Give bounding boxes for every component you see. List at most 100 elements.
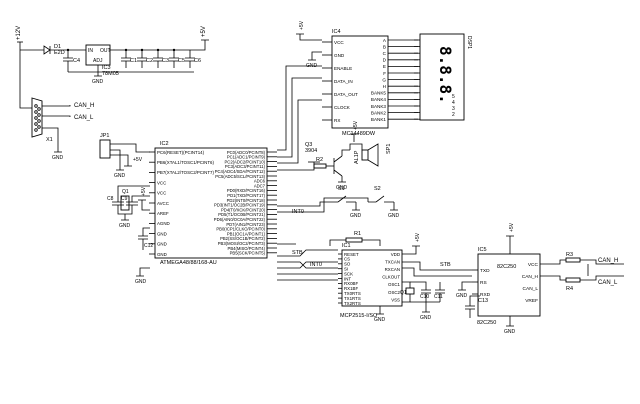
ic1-left-pin-label: SI — [344, 267, 348, 272]
ic4-right-pin-label: F — [383, 71, 386, 76]
r1-resistor: R1 — [329, 231, 381, 246]
int0-net: INT0 — [310, 262, 322, 268]
q3-ref: Q3 — [305, 142, 312, 148]
ic1-left-pin-label: RX0BF — [344, 281, 358, 286]
ic4-right-pin-label: E — [383, 64, 386, 69]
ic1-right-pin-label: RXCAN — [385, 267, 400, 272]
ic2-right-pin-label: PD4(T0/XCK/PCINT20) — [221, 207, 266, 212]
display-ref: DSP1 — [466, 36, 472, 49]
ic4-right-pin-label: BANK2 — [371, 110, 387, 115]
ic2-ref: IC2 — [160, 141, 169, 147]
ic1-can-controller: IC1 MCP2515-I/SO RESETCSSOSISCKINTRX0BFR… — [338, 232, 472, 323]
ic1-left-pin-label: INT — [344, 276, 351, 281]
ic4-right-pin-label: D — [383, 58, 387, 63]
q1-ic2-ref: Q1 — [122, 189, 129, 195]
ic1-left-pin-label: CS — [344, 257, 350, 262]
can-output: R3 R4 CAN_H CAN_L — [540, 252, 624, 292]
x1-can-l: CAN_L — [74, 115, 94, 121]
ic4-right-pin-label: B — [383, 44, 386, 49]
gnd-ic1: GND — [374, 317, 386, 323]
plus5v-jp1: +5V — [133, 157, 143, 163]
ic1-right-pin-label: VDD — [391, 252, 400, 257]
ic2-left-pin-label: VCC — [157, 180, 166, 185]
ic2-right-pin-label: PB3(MOSI/OC2/PCINT3) — [218, 241, 266, 246]
ic2-right-pin-label: PD3(INT1/OC2B/PCINT19) — [214, 203, 266, 208]
q3-part: 3904 — [305, 148, 317, 154]
ic2-right-pin-label: PC4(ADC4/SDA/PCINT12) — [215, 169, 266, 174]
display-digits: 8.8.8. — [436, 46, 455, 104]
r2-label: R2 — [316, 157, 323, 163]
ic2-part: ATMEGA48/88/168-AU — [160, 260, 217, 266]
plus12v-label: +12V — [16, 26, 22, 40]
ic2-left-pin-label: AVCC — [157, 201, 169, 206]
c12-label: C12 — [144, 243, 153, 249]
ic4-right-pin-label: A — [383, 38, 387, 43]
ic2-right-pin-label: PB5(SCK/PCINT5) — [230, 251, 266, 256]
ic4-right-pin-label: BANK4 — [371, 97, 387, 102]
ic2-right-pin-label: PC3(ADC3/PCINT11) — [225, 164, 266, 169]
ic4-left-pin-label: DATA_IN — [334, 79, 353, 84]
reg-part: 78M05 — [102, 71, 119, 77]
gnd-reg: GND — [92, 79, 104, 85]
can-out-h: CAN_H — [598, 258, 618, 264]
speaker-amp: AL1P — [354, 150, 360, 164]
ic2-left-pin-label: VCC — [157, 191, 166, 196]
ic4-driver: IC4 MC14489DW VCCGNDENABLEDATA_INDATA_OU… — [277, 20, 418, 164]
display-bank-4: 4 — [452, 100, 455, 106]
x1-can-h: CAN_H — [74, 103, 94, 109]
ic4-right-pin-label: BANK1 — [371, 117, 387, 122]
ic2-left-pin-label: AGND — [157, 221, 170, 226]
ic2-left-pin-label: GND — [157, 252, 167, 257]
ic1-right-pin-label: TXCAN — [385, 259, 400, 264]
ic4-right-pin-label: C — [383, 51, 387, 56]
ic1-left-pin-label: TX0RTS — [344, 291, 361, 296]
c13-label: C13 — [478, 298, 488, 304]
stb-net-left: STB — [292, 250, 303, 256]
ic4-right-pin-label: BANK3 — [371, 104, 387, 109]
ic2-right-pin-label: PD1(TXD/PCINT17) — [227, 193, 265, 198]
gnd-ic5: GND — [504, 329, 516, 335]
speaker-ref: SP1 — [386, 144, 392, 154]
ic2-right-pin-label: PC5(ADC5/SCL/PCINT13) — [215, 174, 265, 179]
display: DSP1 8.8.8. 5 4 3 2 — [414, 33, 472, 121]
ic5-left-pin-label: TXD — [480, 268, 490, 274]
gnd-s1: GND — [350, 213, 362, 219]
ic2-right-pin-label: PB2(SS/OC1B/PCINT2) — [220, 236, 266, 241]
ic4-ref: IC4 — [332, 29, 341, 35]
ic2-right-pin-label: PD2(INT0/PCINT18) — [227, 198, 266, 203]
ic1-left-pin-label: SCK — [344, 271, 353, 276]
ic5-right-pin-label: CAN_L — [523, 286, 539, 292]
ic4-part: MC14489DW — [342, 131, 376, 137]
c2-label: C2 — [146, 58, 153, 64]
ic5-ref: IC5 — [478, 247, 487, 253]
ic1-right-pin-label: CLKOUT — [382, 275, 400, 280]
ic1-right-pin-label: OSC1 — [388, 282, 401, 287]
ic4-left-pin-label: CLOCK — [334, 105, 351, 110]
spi-bus: STB INT0 — [277, 243, 338, 281]
ic1-right-pin-label: VSS — [391, 297, 400, 302]
ic5-left-pin-label: RS — [480, 280, 487, 286]
ic2-right-pin-label: PC0(ADC0/PCINT8) — [227, 150, 266, 155]
c8-label: C8 — [107, 196, 114, 202]
diode-part: E2D — [54, 50, 65, 56]
ic2-left-pin-label: AREF — [157, 211, 169, 216]
c9-label: C9 — [121, 196, 128, 202]
stb-net-right: STB — [440, 262, 451, 268]
gnd-q3: GND — [336, 185, 348, 191]
display-digit-text: 8.8.8. — [436, 46, 455, 104]
ic1-part: MCP2515-I/SO — [340, 313, 378, 319]
ic1-right-pin-label: OSC2 — [388, 290, 401, 295]
ic2-right-pin-label: PC1(ADC1/PCINT9) — [227, 155, 266, 160]
c3-label: C3 — [162, 58, 169, 64]
x1-ref: X1 — [46, 137, 53, 143]
power-supply: +12V D1 E2D C4 IN OUT ADJ IC3 78M05 +5V … — [16, 26, 209, 85]
ic4-left-pin-label: RX — [334, 118, 340, 123]
ic2-right-pin-label: PD7(AIN1/PCINT23) — [226, 222, 265, 227]
gnd-jp1: GND — [114, 173, 126, 179]
r4-label: R4 — [566, 286, 573, 292]
crystal-ic2: Q1 C8 C9 GND +5V — [107, 185, 150, 229]
plus5v-speaker: +5V — [353, 120, 359, 130]
